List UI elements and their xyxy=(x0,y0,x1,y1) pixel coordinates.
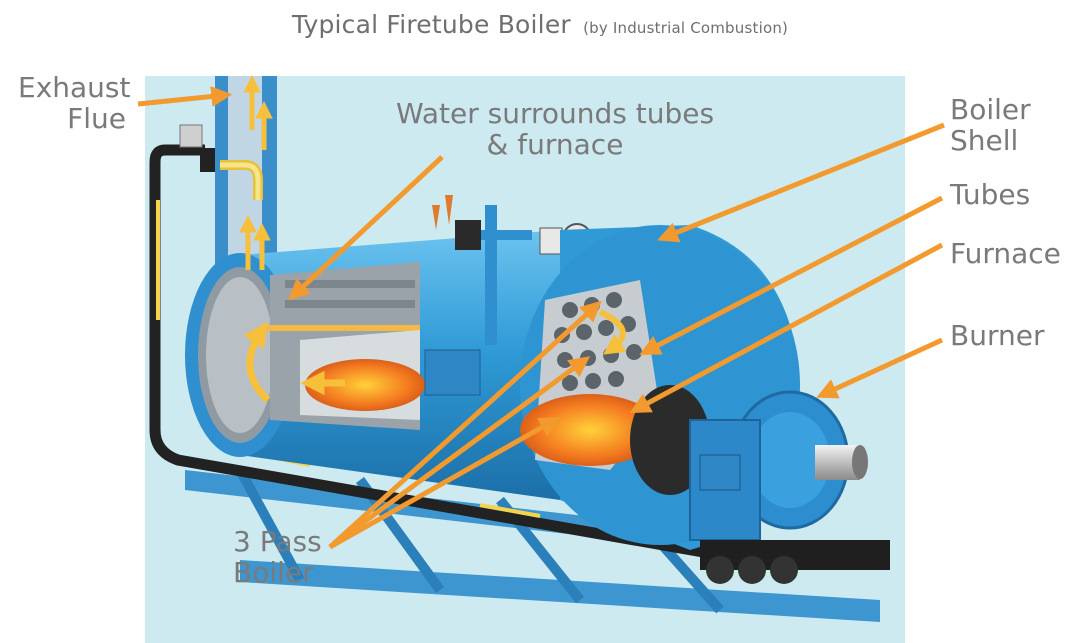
label-boiler-shell-line2: Shell xyxy=(950,124,1019,157)
burner-unit xyxy=(689,390,890,584)
arrow-pass-1 xyxy=(328,300,602,549)
label-burner: Burner xyxy=(950,319,1045,352)
label-three-pass-line1: 3 Pass xyxy=(233,525,322,558)
label-water-line2: & furnace xyxy=(486,128,624,161)
rear-shell xyxy=(185,75,560,500)
arrow-furnace xyxy=(629,242,944,413)
label-water-line1: Water surrounds tubes xyxy=(395,97,715,130)
top-controls xyxy=(424,195,592,396)
arrow-boiler-shell xyxy=(657,122,945,243)
page-title: Typical Firetube Boiler (by Industrial C… xyxy=(0,10,1080,39)
title-main: Typical Firetube Boiler xyxy=(291,10,571,39)
arrow-water xyxy=(288,155,444,301)
arrow-pass-2 xyxy=(328,356,591,550)
label-boiler-shell: Boiler Shell xyxy=(950,94,1031,156)
label-furnace: Furnace xyxy=(950,237,1061,270)
label-tubes: Tubes xyxy=(950,178,1031,211)
label-exhaust-flue-line2: Flue xyxy=(67,102,126,135)
arrow-pass-3 xyxy=(328,416,561,550)
arrow-exhaust-flue xyxy=(137,86,233,107)
callout-arrows xyxy=(137,86,945,550)
label-three-pass-line2: Boiler xyxy=(233,556,314,589)
label-water: Water surrounds tubes & furnace xyxy=(390,98,720,160)
arrow-burner xyxy=(816,337,944,399)
label-exhaust-flue: Exhaust Flue xyxy=(18,71,131,135)
title-credit: (by Industrial Combustion) xyxy=(583,19,789,37)
arrow-tubes xyxy=(639,195,944,355)
label-three-pass: 3 Pass Boiler xyxy=(233,526,322,588)
label-boiler-shell-line1: Boiler xyxy=(950,93,1031,126)
label-exhaust-flue-line1: Exhaust xyxy=(18,71,131,104)
